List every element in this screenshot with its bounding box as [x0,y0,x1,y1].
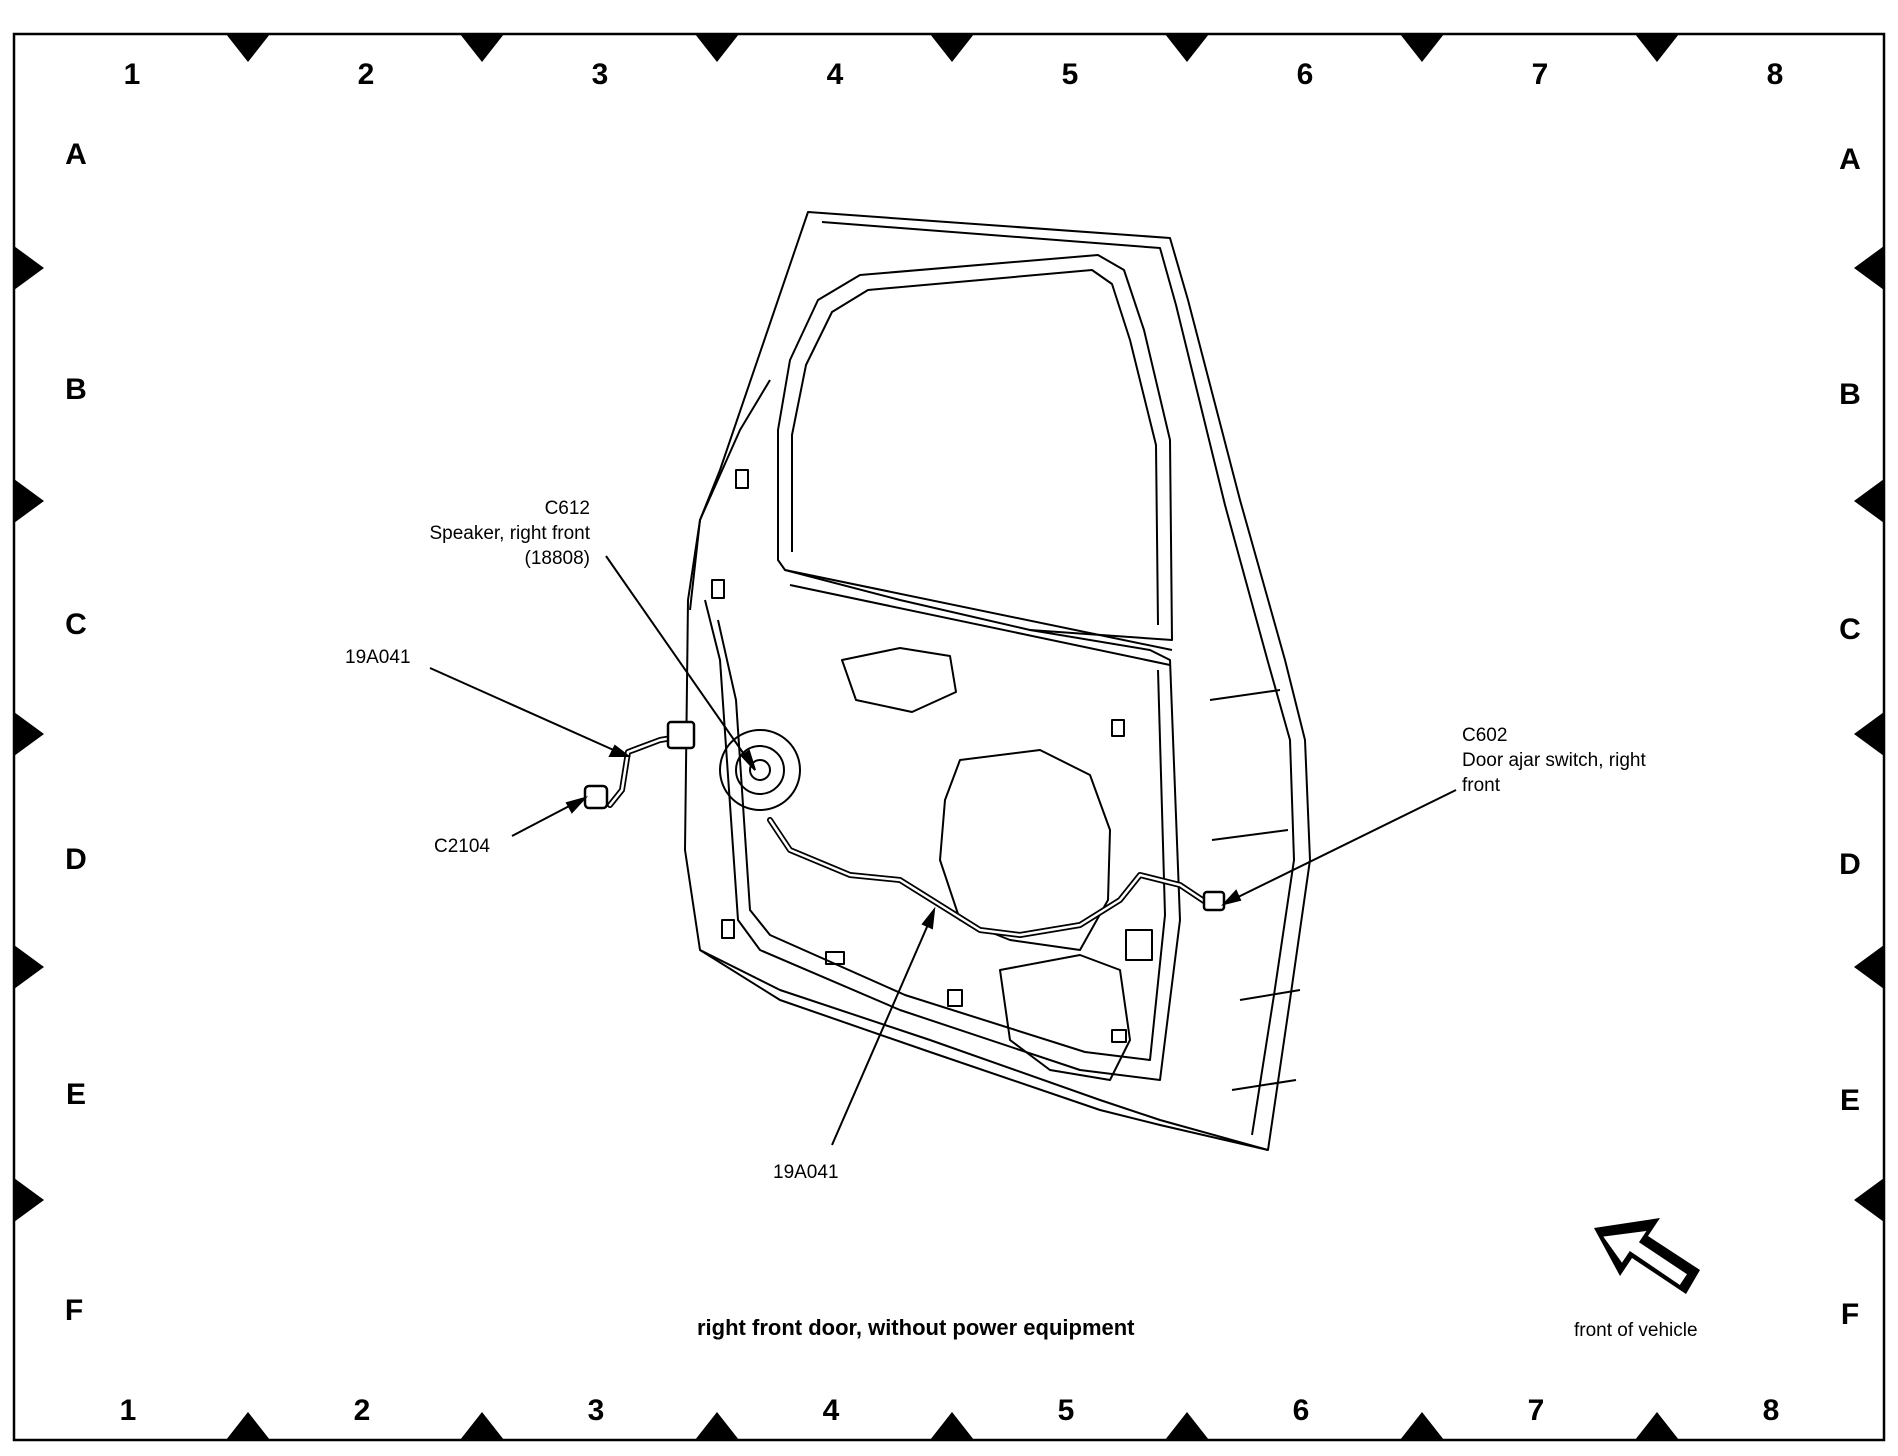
front-of-vehicle-label: front of vehicle [1574,1320,1698,1341]
grid-col-7-bottom: 7 [1527,1394,1545,1427]
grid-col-8-top: 8 [1766,58,1784,91]
c612-desc-1: Speaker, right front [429,523,590,544]
grid-row-c-left: C [65,608,87,641]
grid-row-d-right: D [1839,848,1861,881]
grid-col-5-bottom: 5 [1057,1394,1075,1427]
bottom-zone-markers [226,1412,1679,1440]
c2104-connector-shape [583,784,609,810]
grid-row-e-left: E [65,1078,86,1111]
c602-id: C602 [1462,725,1508,746]
grid-col-3-bottom: 3 [587,1394,605,1427]
callout-harness-lower: 19A041 [773,1162,839,1183]
grid-col-6-top: 6 [1296,58,1314,91]
door-illustration [684,211,1311,1151]
grid-row-a-right: A [1839,143,1861,176]
direction-arrow-icon [1594,1218,1700,1294]
grid-row-d-left: D [65,843,87,876]
callout-harness-upper: 19A041 [345,647,411,668]
grid-col-1-top: 1 [123,58,141,91]
grid-row-b-left: B [65,373,87,406]
left-zone-markers [14,246,44,1222]
grid-row-f-left: F [64,1294,84,1327]
c602-connector-shape [1202,890,1226,912]
grid-row-a-left: A [65,138,87,171]
c612-id: C612 [544,498,590,519]
grid-col-3-top: 3 [591,58,609,91]
top-zone-markers [226,34,1679,62]
grid-col-4-top: 4 [826,58,844,91]
wiring-harness [607,732,1213,938]
diagram-caption: right front door, without power equipmen… [697,1315,1135,1340]
c602-desc-2: front [1462,775,1501,796]
grid-col-1-bottom: 1 [119,1394,137,1427]
callout-c2104: C2104 [434,836,490,857]
c602-desc-1: Door ajar switch, right [1462,750,1646,771]
leader-lines [429,555,1457,1146]
grid-row-f-right: F [1840,1298,1860,1331]
grid-row-b-right: B [1839,378,1861,411]
grid-col-7-top: 7 [1531,58,1549,91]
grid-row-c-right: C [1839,613,1861,646]
grid-col-4-bottom: 4 [822,1394,840,1427]
callout-c612: C612 Speaker, right front (18808) [380,496,590,571]
grid-row-e-right: E [1839,1084,1860,1117]
harness-connector-shape [666,720,696,750]
callout-c602: C602 Door ajar switch, right front [1462,723,1646,798]
c612-desc-2: (18808) [524,548,591,569]
right-zone-markers [1854,246,1884,1222]
grid-col-6-bottom: 6 [1292,1394,1310,1427]
grid-col-2-bottom: 2 [353,1394,371,1427]
grid-col-5-top: 5 [1061,58,1079,91]
grid-col-8-bottom: 8 [1762,1394,1780,1427]
grid-col-2-top: 2 [357,58,375,91]
